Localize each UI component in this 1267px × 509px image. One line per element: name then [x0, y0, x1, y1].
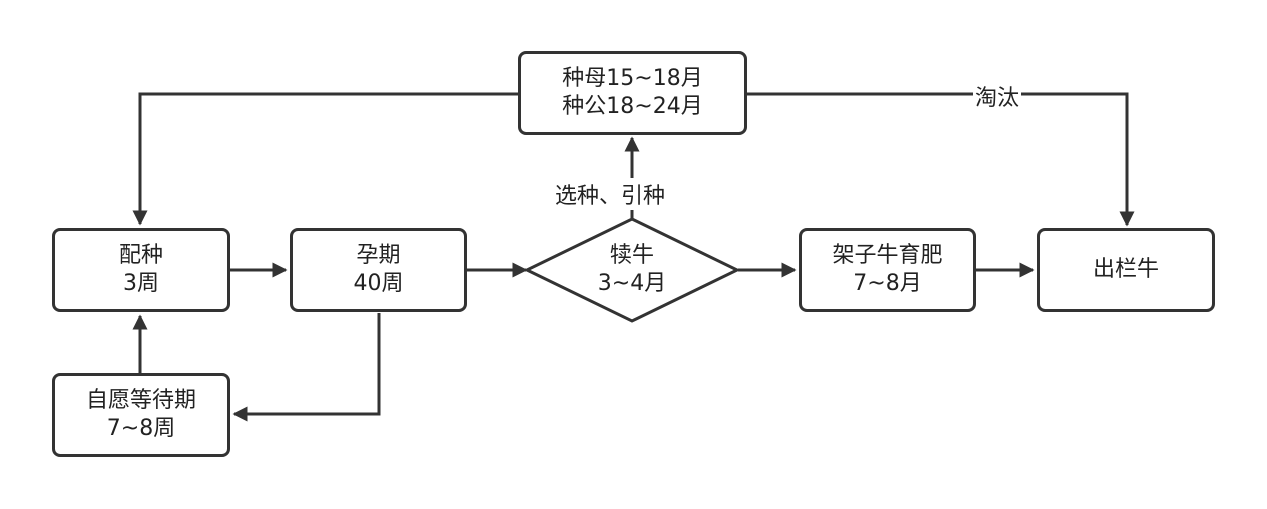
calf-diamond-shape — [523, 217, 741, 323]
calf-label: 犊牛 — [609, 243, 654, 268]
breeding-stock-female: 种母15~18月 — [562, 66, 703, 91]
pregnancy-duration: 40周 — [353, 271, 404, 296]
breeding-node[interactable]: 配种 3周 — [52, 228, 230, 312]
calf-node[interactable]: 犊牛 3~4月 — [567, 236, 697, 304]
breeding-stock-node[interactable]: 种母15~18月 种公18~24月 — [518, 51, 747, 135]
fattening-duration: 7~8月 — [853, 271, 922, 296]
breeding-label: 配种 — [118, 243, 163, 268]
edge-breeding-stock-to-breeding — [132, 92, 518, 226]
voluntary-wait-node[interactable]: 自愿等待期 7~8周 — [52, 373, 230, 457]
market-node[interactable]: 出栏牛 — [1037, 228, 1215, 312]
breeding-duration: 3周 — [123, 271, 159, 296]
pregnancy-label: 孕期 — [356, 243, 401, 268]
edge-pregnancy-to-voluntary-wait — [232, 313, 381, 422]
pregnancy-node[interactable]: 孕期 40周 — [290, 228, 467, 312]
cull-edge-label: 淘汰 — [973, 80, 1022, 112]
selection-edge-label: 选种、引种 — [553, 178, 668, 210]
breeding-stock-male: 种公18~24月 — [562, 94, 703, 119]
market-label: 出栏牛 — [1092, 257, 1159, 282]
voluntary-wait-duration: 7~8周 — [106, 416, 176, 441]
voluntary-wait-label: 自愿等待期 — [85, 388, 196, 413]
fattening-label: 架子牛育肥 — [832, 243, 943, 268]
edge-breeding-stock-to-market — [747, 92, 1135, 227]
calf-duration: 3~4月 — [597, 271, 667, 296]
fattening-node[interactable]: 架子牛育肥 7~8月 — [799, 228, 976, 312]
